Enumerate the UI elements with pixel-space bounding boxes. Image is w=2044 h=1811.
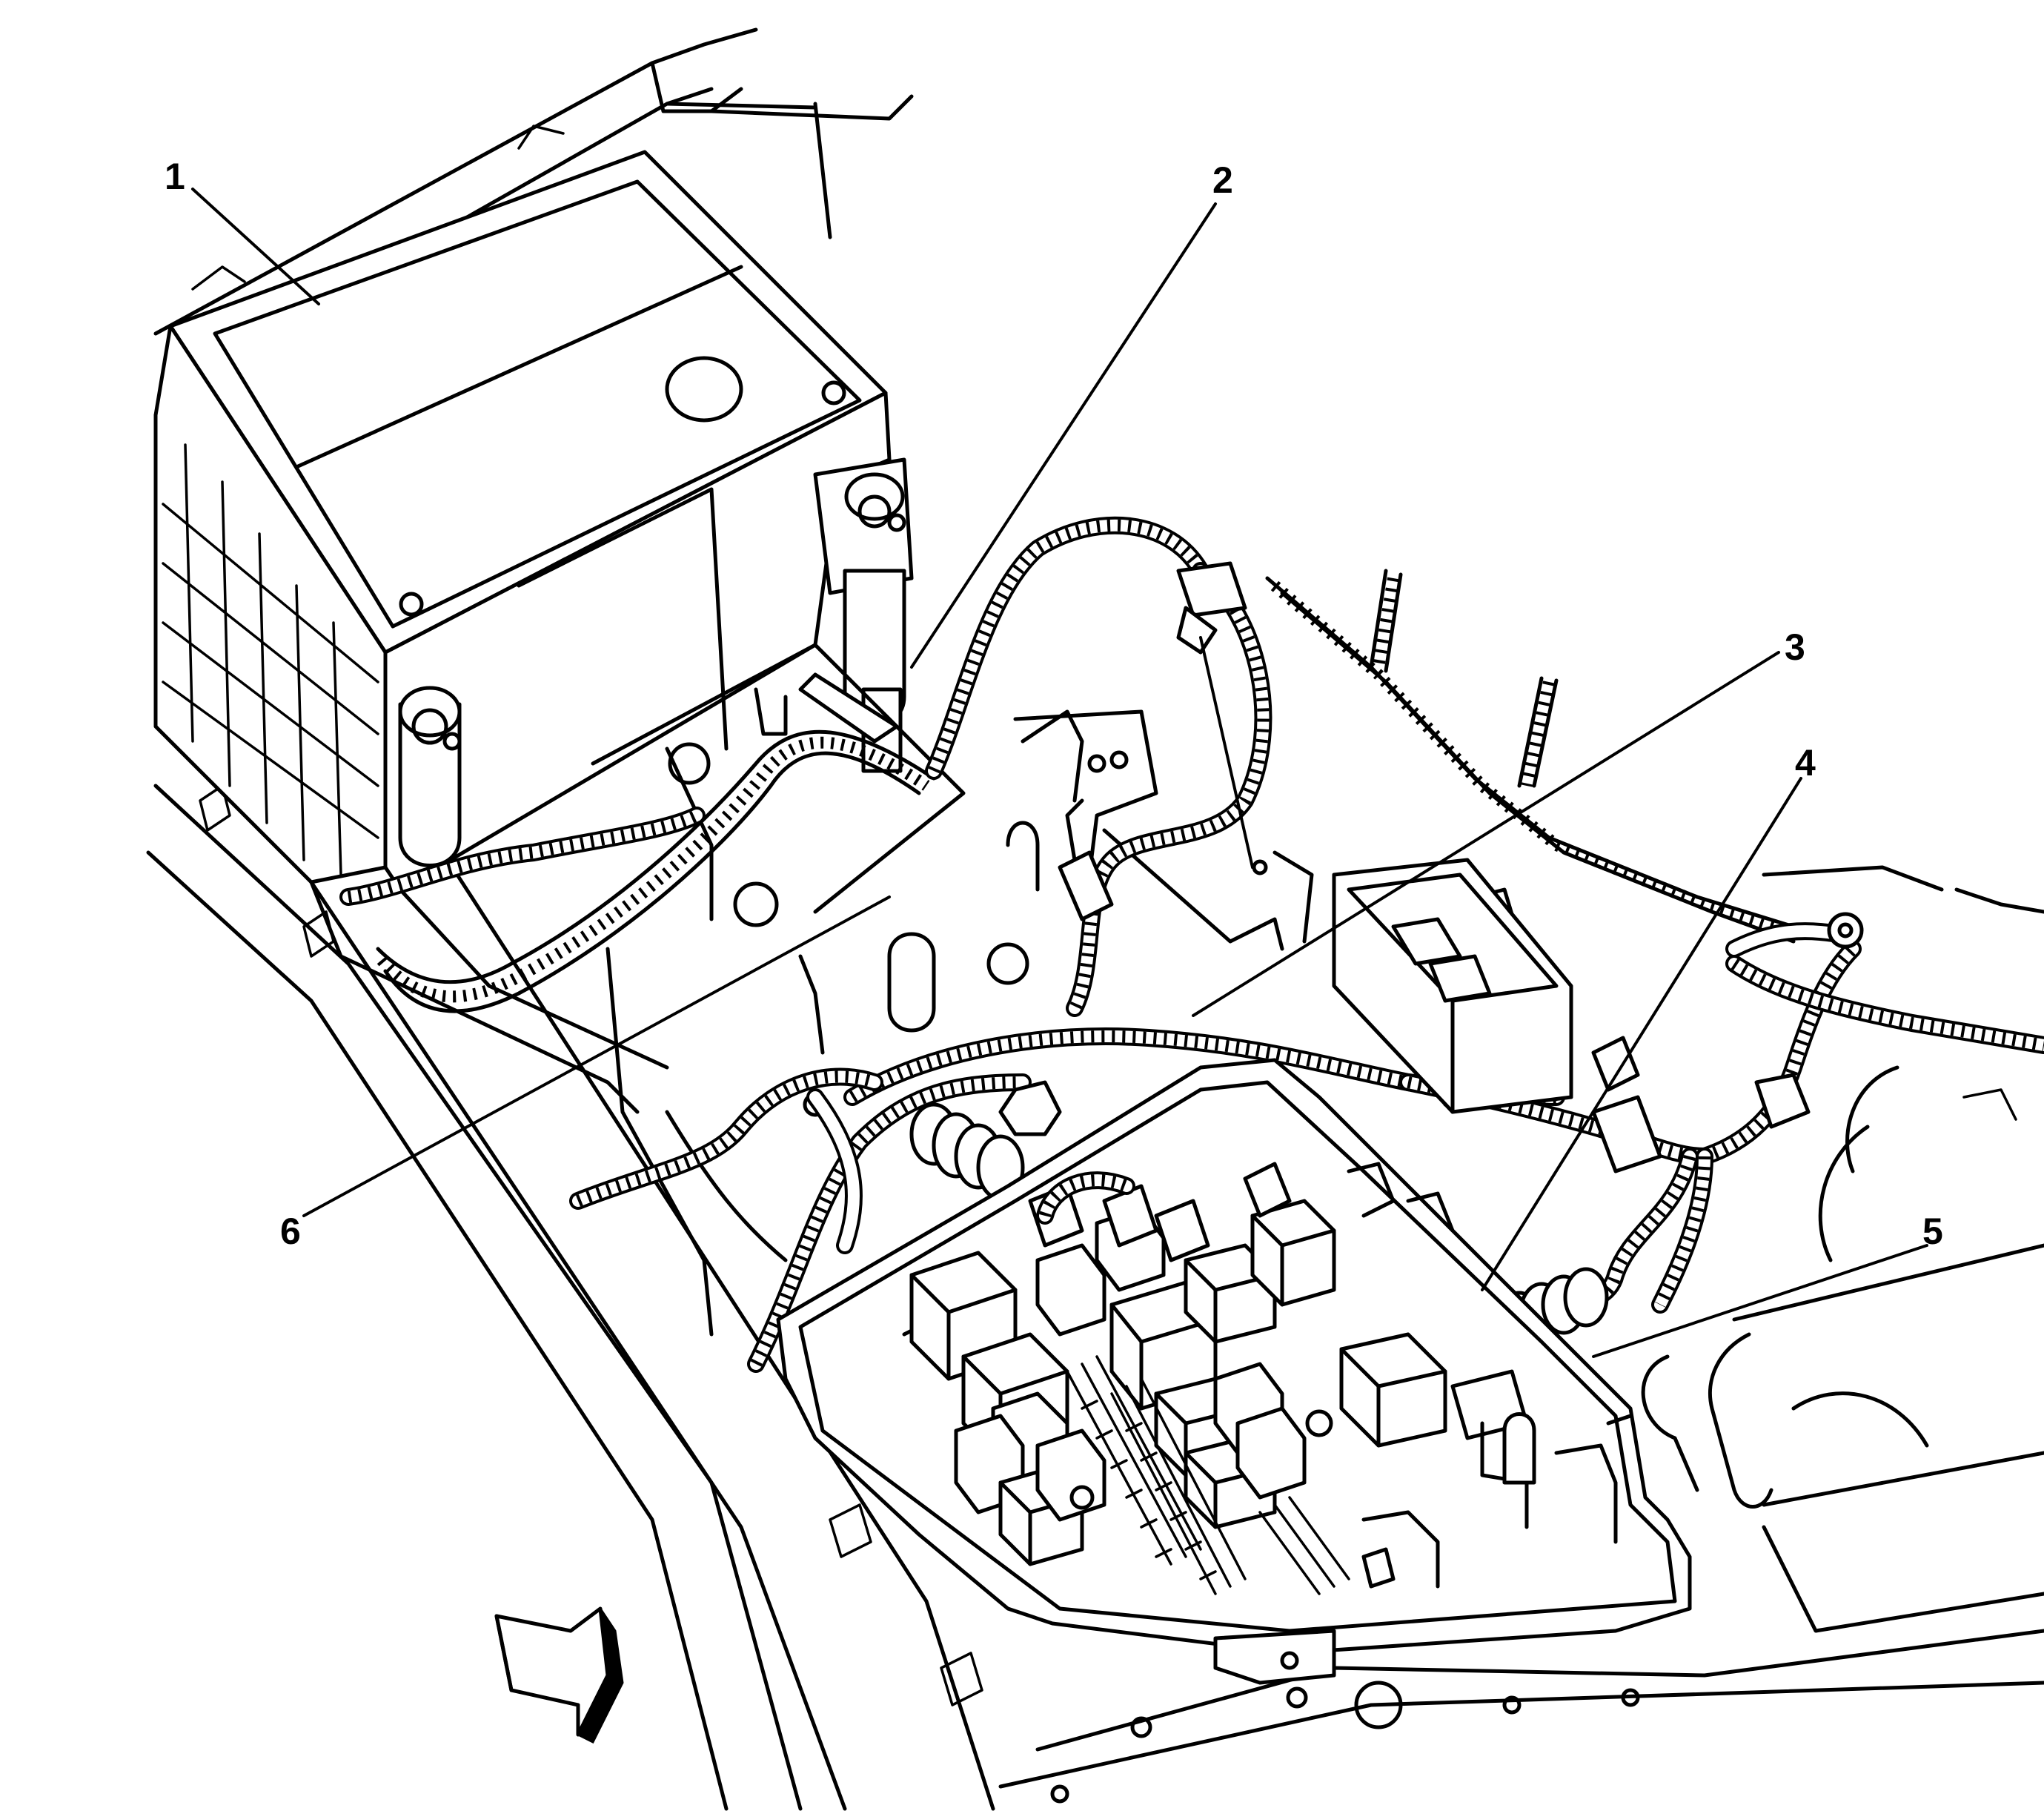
leader-3: [1192, 651, 1780, 1017]
body-panels: [146, 27, 2044, 1811]
callout-2: 2: [1212, 159, 1233, 201]
left-grommet: [909, 1102, 1025, 1201]
leader-lines: [191, 188, 1928, 1358]
callout-3: 3: [1785, 626, 1805, 668]
leader-6: [302, 895, 891, 1217]
leader-5: [1592, 1244, 1928, 1358]
callout-6: 6: [280, 1211, 301, 1252]
callouts: 1 2 3 4 5 6: [165, 156, 1943, 1252]
leader-1: [191, 188, 320, 305]
front-direction-arrow-icon: [494, 1606, 624, 1744]
distribution-block: [1332, 858, 1573, 1114]
fuse-rows: [1066, 1355, 1350, 1595]
battery: [153, 150, 914, 892]
leader-4: [1481, 777, 1802, 1291]
battery-tray: [309, 643, 1314, 1337]
callout-5: 5: [1922, 1211, 1943, 1252]
fuse-relay-block: [776, 1058, 1692, 1685]
callout-4: 4: [1795, 742, 1816, 784]
callout-1: 1: [165, 156, 185, 197]
battery-side-grid: [162, 443, 379, 876]
leader-2: [910, 202, 1217, 669]
